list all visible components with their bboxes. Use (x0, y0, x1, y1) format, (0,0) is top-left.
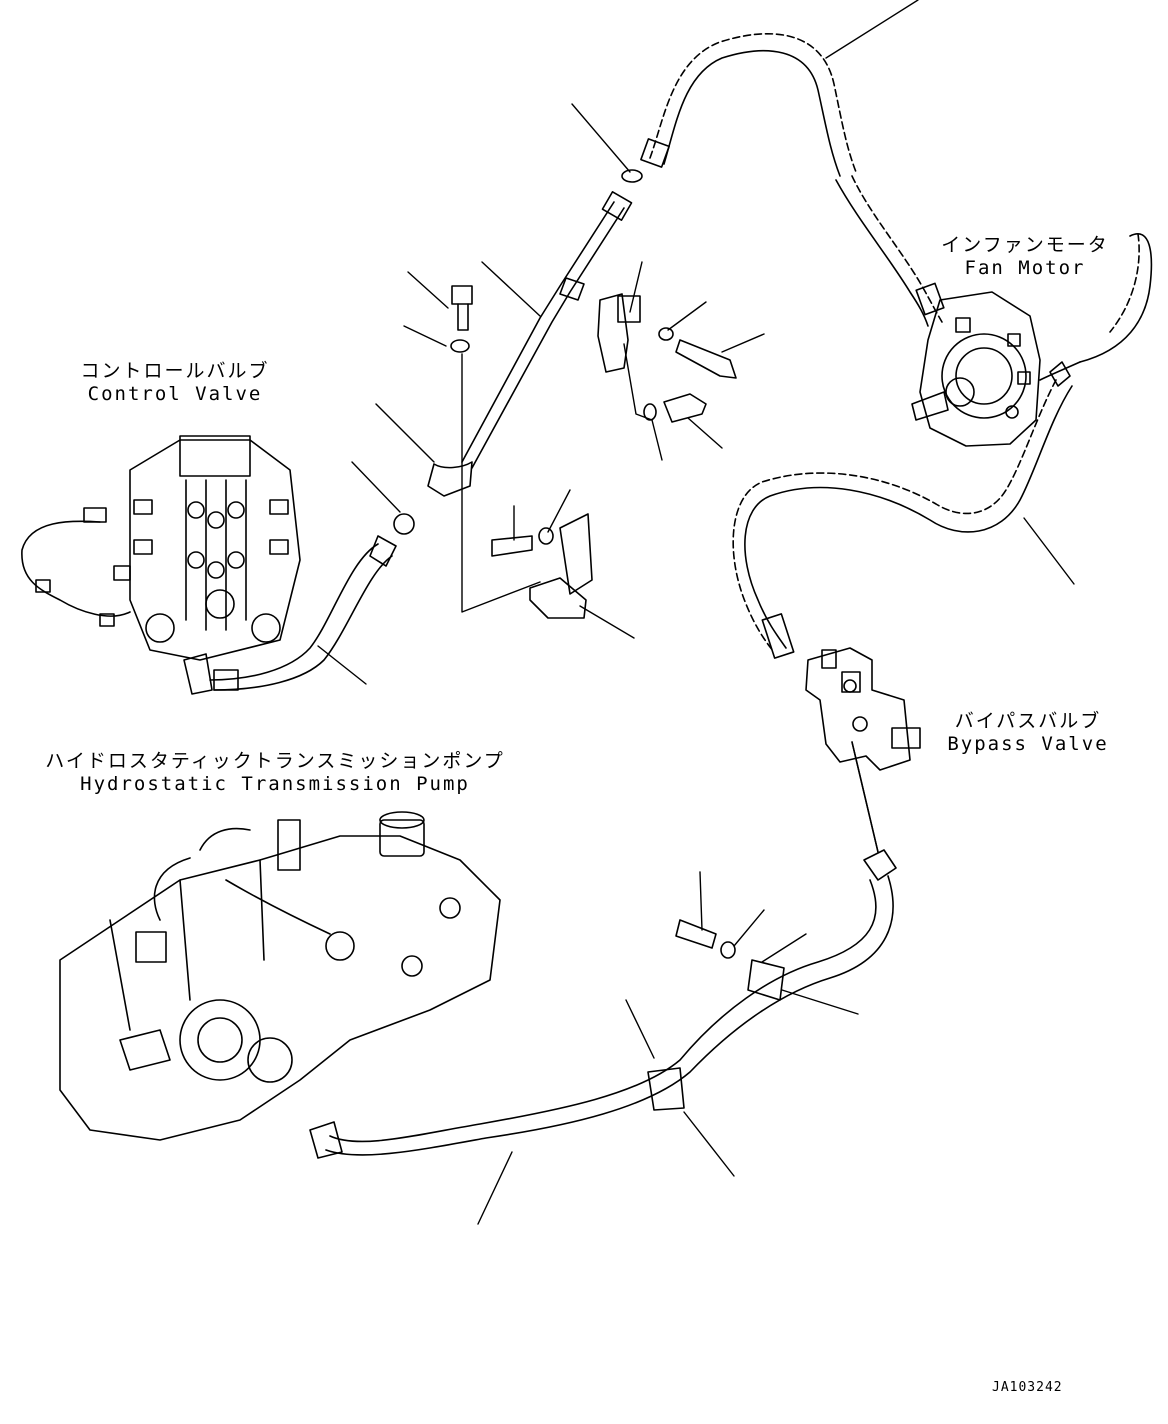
fan-motor-label-jp: インファンモータ (941, 234, 1109, 256)
hardware-parts (451, 286, 736, 958)
control-valve-label-en: Control Valve (87, 383, 263, 405)
fan-motor-label: インファンモータ Fan Motor (930, 234, 1120, 280)
bypass-valve-label: バイパスバルブ Bypass Valve (928, 710, 1128, 756)
fan-motor-drawing (912, 292, 1070, 446)
bypass-drop-line (852, 742, 878, 852)
bypass-valve-label-en: Bypass Valve (947, 733, 1109, 755)
control-valve-drawing (22, 436, 300, 660)
drawing-id: JA103242 (992, 1380, 1063, 1395)
control-valve-label-jp: コントロールバルブ (80, 360, 270, 382)
hst-pump-drawing (60, 812, 500, 1140)
hst-pump-label-jp: ハイドロスタティックトランスミッションポンプ (45, 750, 505, 772)
bypass-valve-drawing (806, 648, 920, 770)
fan-motor-label-en: Fan Motor (964, 257, 1086, 279)
hst-pump-label-en: Hydrostatic Transmission Pump (80, 773, 470, 795)
fan-hose-upper (641, 34, 944, 326)
fan-hose-right (733, 234, 1151, 658)
control-valve-hose (184, 536, 396, 694)
steel-tube (394, 170, 642, 534)
control-valve-label: コントロールバルブ Control Valve (70, 360, 280, 406)
bypass-hose-lower (310, 850, 896, 1158)
hst-pump-label: ハイドロスタティックトランスミッションポンプ Hydrostatic Trans… (40, 750, 510, 796)
leader-lines (318, 0, 1074, 1224)
bypass-valve-label-jp: バイパスバルブ (954, 710, 1102, 732)
